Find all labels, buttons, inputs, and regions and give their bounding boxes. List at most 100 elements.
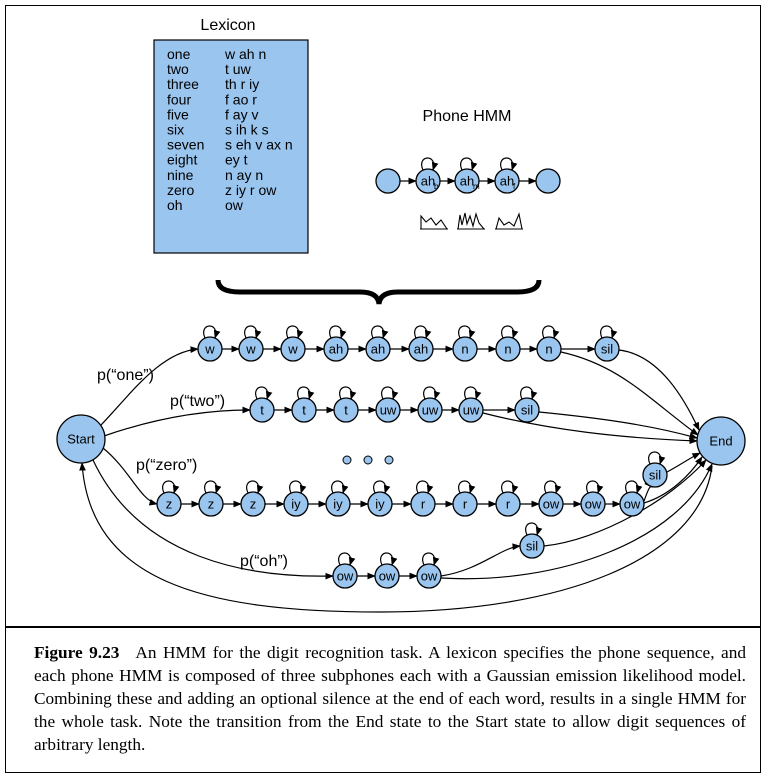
- ellipsis-dot: [342, 455, 352, 465]
- end-to-start-arrow: [79, 462, 713, 613]
- hmm-state: [291, 397, 317, 423]
- self-loop-arrow: [338, 552, 356, 566]
- lexicon-word: six: [167, 122, 184, 138]
- sil-state: [594, 336, 620, 362]
- self-loop-arrow: [648, 451, 666, 465]
- hmm-state: [367, 491, 393, 517]
- transition-arrow: [440, 543, 521, 577]
- hmm-state: [408, 336, 434, 362]
- self-loop-arrow: [373, 480, 391, 494]
- hmm-state: [323, 336, 349, 362]
- transition-arrow: [482, 412, 698, 445]
- self-loop-arrow: [246, 480, 264, 494]
- lexicon-phones: n ay n: [225, 167, 263, 183]
- transition-arrow: [618, 349, 700, 431]
- self-loop-arrow: [542, 325, 560, 339]
- self-loop-arrow: [204, 480, 222, 494]
- hmm-state-label: iy: [375, 497, 385, 512]
- start-state: [56, 414, 106, 464]
- hmm-state: [410, 491, 436, 517]
- prob-label-one: p(“one”): [97, 367, 154, 384]
- sil-state: [519, 533, 545, 559]
- hmm-state: [375, 397, 401, 423]
- caption-divider: [5, 626, 761, 628]
- lexicon-phones: s eh v ax n: [225, 137, 293, 153]
- self-loop-arrow: [421, 157, 439, 171]
- sil-state-label: sil: [526, 539, 538, 554]
- lexicon-word: nine: [167, 167, 194, 183]
- hmm-state-label: n: [461, 342, 468, 357]
- phone-hmm-state: [415, 168, 441, 194]
- self-loop-arrow: [255, 386, 273, 400]
- lexicon-word: four: [167, 91, 191, 107]
- phone-hmm-state-label: ah: [421, 174, 435, 189]
- hmm-state: [332, 563, 358, 589]
- hmm-state: [495, 491, 521, 517]
- self-loop-arrow: [423, 386, 441, 400]
- hmm-state: [458, 397, 484, 423]
- lexicon-phones: z iy r ow: [225, 182, 277, 198]
- hmm-state: [580, 491, 606, 517]
- sil-state: [514, 397, 540, 423]
- hmm-state: [333, 397, 359, 423]
- lexicon-word: zero: [167, 182, 194, 198]
- transition-arrow: [92, 459, 334, 580]
- hmm-state-label: uw: [380, 403, 397, 418]
- hmm-state: [365, 336, 391, 362]
- transition-arrow: [440, 463, 713, 580]
- hmm-state: [198, 491, 224, 517]
- gaussian-emission-sketch: [420, 214, 448, 230]
- lexicon-title: Lexicon: [200, 17, 255, 34]
- self-loop-arrow: [203, 325, 221, 339]
- end-state-label: End: [709, 434, 732, 449]
- hmm-state-label: n: [545, 342, 552, 357]
- hmm-state: [280, 336, 306, 362]
- lexicon-word: three: [167, 76, 199, 92]
- hmm-state: [619, 491, 645, 517]
- hmm-state-label: n: [504, 342, 511, 357]
- self-loop-arrow: [416, 480, 434, 494]
- hmm-state-label: z: [166, 497, 173, 512]
- sil-state-label: sil: [521, 403, 533, 418]
- phone-hmm-subscript: b: [434, 182, 439, 191]
- hmm-state-label: z: [208, 497, 215, 512]
- self-loop-arrow: [331, 480, 349, 494]
- phone-hmm-subscript: m: [473, 182, 480, 191]
- hmm-state-label: r: [463, 497, 468, 512]
- sil-state-label: sil: [601, 342, 613, 357]
- phone-hmm-end-state: [535, 168, 561, 194]
- phone-hmm-subscript: f: [513, 182, 516, 191]
- gaussian-emission-sketch: [495, 212, 523, 230]
- hmm-state: [495, 336, 521, 362]
- hmm-state-label: ow: [543, 497, 560, 512]
- gaussian-emission-sketch: [457, 212, 485, 230]
- self-loop-arrow: [460, 157, 478, 171]
- self-loop-arrow: [625, 480, 643, 494]
- hmm-state-label: iy: [291, 497, 301, 512]
- curly-brace: [215, 279, 542, 305]
- self-loop-arrow: [464, 386, 482, 400]
- hmm-state-label: t: [302, 403, 306, 418]
- lexicon-phones: ey t: [225, 152, 248, 168]
- self-loop-arrow: [458, 480, 476, 494]
- transition-arrow: [643, 456, 703, 504]
- hmm-state: [283, 491, 309, 517]
- self-loop-arrow: [380, 552, 398, 566]
- hmm-state: [416, 563, 442, 589]
- sil-state-label: sil: [649, 468, 661, 483]
- end-state: [696, 416, 746, 466]
- self-loop-arrow: [244, 325, 262, 339]
- self-loop-arrow: [500, 157, 518, 171]
- figure-frame: [5, 5, 761, 773]
- self-loop-arrow: [286, 325, 304, 339]
- sil-state: [642, 462, 668, 488]
- hmm-state-label: t: [260, 403, 264, 418]
- lexicon-word: seven: [167, 137, 204, 153]
- self-loop-arrow: [525, 522, 543, 536]
- ellipsis-dot: [384, 455, 394, 465]
- start-state-label: Start: [67, 432, 95, 447]
- phone-hmm-state: [494, 168, 520, 194]
